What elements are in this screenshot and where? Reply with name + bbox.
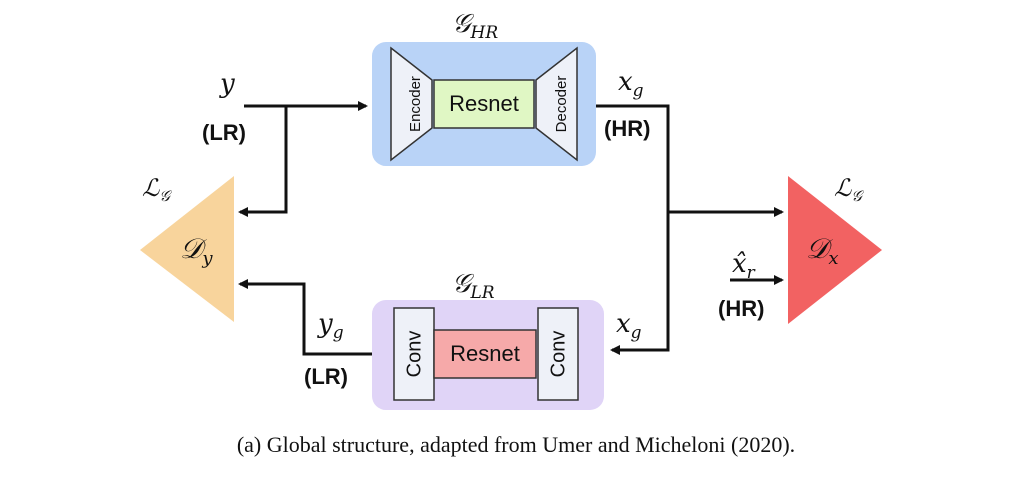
signal-xg-top: xg <box>618 67 644 101</box>
figure-caption: (a) Global structure, adapted from Umer … <box>236 432 796 457</box>
resnet-hr-label: Resnet <box>449 91 519 116</box>
encoder-label: Encoder <box>407 76 424 132</box>
decoder-block <box>535 46 578 162</box>
loss-x-label: ℒ𝒢 <box>834 174 864 205</box>
arrow-y-to-dy <box>238 106 288 217</box>
resnet-hr-block <box>433 79 535 129</box>
generator-hr-label: 𝒢HR <box>452 9 498 43</box>
conv-right-label: Conv <box>547 331 569 378</box>
discriminator-y-triangle <box>140 176 234 322</box>
conv-right-block <box>537 307 579 401</box>
resnet-lr-label: Resnet <box>450 341 520 366</box>
line-xg-down <box>596 104 670 355</box>
signal-yg: yg <box>317 309 344 343</box>
encoder-block <box>390 46 433 162</box>
signal-xg-bottom: xg <box>616 309 642 343</box>
loss-y-label: ℒ𝒢 <box>142 174 172 205</box>
signal-y: y <box>219 69 235 99</box>
conv-left-label: Conv <box>403 331 425 378</box>
arrow-yg-to-dy <box>238 279 372 356</box>
generator-lr-label: 𝒢LR <box>452 269 495 303</box>
resnet-lr-block <box>433 329 537 379</box>
decoder-label: Decoder <box>553 76 570 133</box>
signal-yg-tag: (LR) <box>304 364 348 389</box>
discriminator-x-triangle <box>788 176 882 324</box>
signal-xr-hat: x̂r <box>732 249 756 283</box>
signal-xr-tag: (HR) <box>718 296 764 321</box>
signal-xg-top-tag: (HR) <box>604 116 650 141</box>
signal-y-tag: (LR) <box>202 120 246 145</box>
gan-architecture-diagram: 𝒢HR Encoder Resnet Decoder 𝒢LR Conv Resn… <box>140 9 882 410</box>
